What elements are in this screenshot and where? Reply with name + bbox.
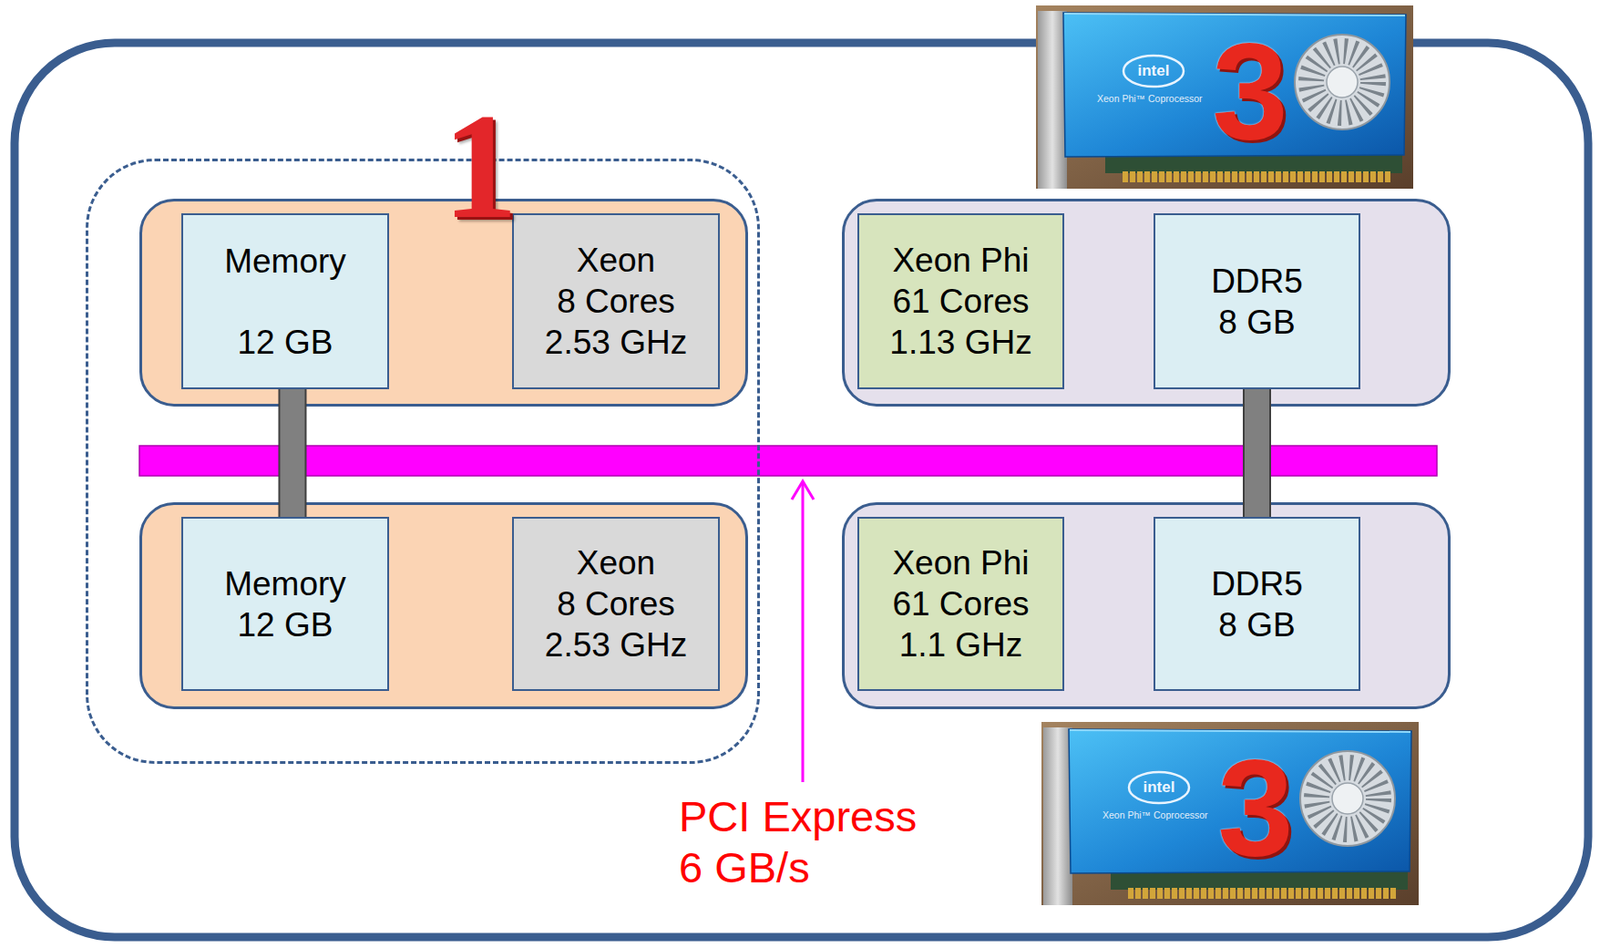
text-line: 8 GB bbox=[1210, 604, 1303, 646]
memory-box: DDR5 8 GB bbox=[1153, 213, 1361, 390]
product-name: Xeon Phi™ Coprocessor bbox=[1102, 809, 1209, 821]
text-line: 1.13 GHz bbox=[889, 321, 1032, 363]
text-line: PCI Express bbox=[678, 790, 917, 842]
label-anchor: intel bbox=[1143, 778, 1176, 797]
box-text: DDR5 8 GB bbox=[1210, 260, 1303, 343]
text-line: 2.53 GHz bbox=[544, 321, 688, 363]
text-line: Memory bbox=[224, 240, 347, 282]
text-line: Xeon Phi bbox=[889, 239, 1032, 281]
text-line: DDR5 bbox=[1210, 563, 1303, 605]
text-line: 3 bbox=[1217, 738, 1293, 876]
text-line: 1.1 GHz bbox=[892, 624, 1029, 666]
box-text: 12 GB bbox=[237, 321, 334, 363]
callout-number: 1 bbox=[442, 91, 519, 242]
memory-box: Memory 12 GB bbox=[181, 213, 390, 390]
memory-link bbox=[1244, 389, 1270, 517]
box-text: Xeon Phi 61 Cores 1.1 GHz bbox=[892, 542, 1029, 666]
text-line: intel bbox=[1138, 61, 1170, 81]
label-anchor: PCI Express 6 GB/s bbox=[678, 790, 917, 893]
label-anchor: 3 bbox=[1211, 22, 1288, 160]
label-anchor: Xeon Phi™ Coprocessor bbox=[1102, 809, 1209, 821]
connector-outline bbox=[277, 389, 307, 517]
card-number: 3 bbox=[1217, 738, 1293, 876]
box-text: Memory 12 GB bbox=[224, 563, 347, 646]
text-line: intel bbox=[1143, 778, 1176, 797]
text-line: Xeon Phi™ Coprocessor bbox=[1102, 809, 1209, 821]
brand-logo: intel bbox=[1143, 778, 1176, 797]
text-line: 61 Cores bbox=[892, 583, 1029, 625]
text-line: 8 Cores bbox=[544, 280, 688, 322]
label-anchor: intel bbox=[1138, 61, 1170, 81]
text-line: Xeon Phi™ Coprocessor bbox=[1097, 92, 1203, 105]
coprocessor-card-photo bbox=[1035, 5, 1414, 189]
coprocessor-box: Xeon Phi 61 Cores 1.1 GHz bbox=[857, 516, 1065, 691]
cpu-panel: Memory 12 GB Xeon 8 Cores 2.53 GHz bbox=[139, 502, 749, 709]
coprocessor-panel: Xeon Phi 61 Cores 1.1 GHz DDR5 8 GB bbox=[841, 502, 1451, 709]
card-number: 3 bbox=[1211, 22, 1288, 160]
text-line: Xeon Phi bbox=[892, 542, 1029, 584]
text-line: Memory bbox=[224, 563, 347, 605]
connectors bbox=[292, 389, 1258, 517]
product-name: Xeon Phi™ Coprocessor bbox=[1097, 92, 1203, 105]
box-text: Memory bbox=[224, 240, 347, 282]
text-line: 12 GB bbox=[224, 604, 347, 646]
box-text: Xeon 8 Cores 2.53 GHz bbox=[544, 542, 688, 666]
text-line: Xeon bbox=[544, 542, 688, 584]
text-line: 6 GB/s bbox=[678, 841, 917, 893]
coprocessor-card-photo bbox=[1041, 721, 1419, 905]
cpu-box: Xeon 8 Cores 2.53 GHz bbox=[512, 213, 720, 390]
text-line: 61 Cores bbox=[889, 280, 1032, 322]
coprocessor-box: Xeon Phi 61 Cores 1.13 GHz bbox=[857, 213, 1065, 390]
text-line: 1 bbox=[442, 91, 519, 242]
connector-outline bbox=[1242, 389, 1272, 517]
label-anchor: 3 bbox=[1217, 738, 1293, 876]
label-anchor: Xeon Phi™ Coprocessor bbox=[1097, 92, 1203, 105]
box-text: Xeon 8 Cores 2.53 GHz bbox=[544, 239, 688, 363]
bus-label: PCI Express 6 GB/s bbox=[678, 790, 917, 893]
leader-arrow bbox=[801, 482, 805, 782]
pcie-bus bbox=[139, 445, 1437, 476]
text-line: 8 GB bbox=[1210, 301, 1303, 343]
brand-logo: intel bbox=[1138, 61, 1170, 81]
memory-box: Memory 12 GB bbox=[181, 516, 390, 691]
cpu-box: Xeon 8 Cores 2.53 GHz bbox=[512, 516, 720, 691]
memory-box: DDR5 8 GB bbox=[1153, 516, 1361, 691]
memory-link bbox=[279, 389, 305, 517]
group-outline: 1Memory12 GBXeon 8 Cores 2.53 GHzMemory … bbox=[85, 158, 760, 764]
leader-arrowhead bbox=[791, 481, 814, 500]
text-line: 8 Cores bbox=[544, 583, 688, 625]
text-line: 2.53 GHz bbox=[544, 624, 688, 666]
coprocessor-panel: Xeon Phi 61 Cores 1.13 GHz DDR5 8 GB bbox=[841, 198, 1451, 407]
text-line: 12 GB bbox=[237, 321, 334, 363]
text-line: DDR5 bbox=[1210, 260, 1303, 302]
box-text: Xeon Phi 61 Cores 1.13 GHz bbox=[889, 239, 1032, 363]
connector-outlines bbox=[292, 389, 1258, 517]
text-line: 3 bbox=[1211, 22, 1288, 160]
box-text: DDR5 8 GB bbox=[1210, 563, 1303, 646]
text-line: Xeon bbox=[544, 239, 688, 281]
